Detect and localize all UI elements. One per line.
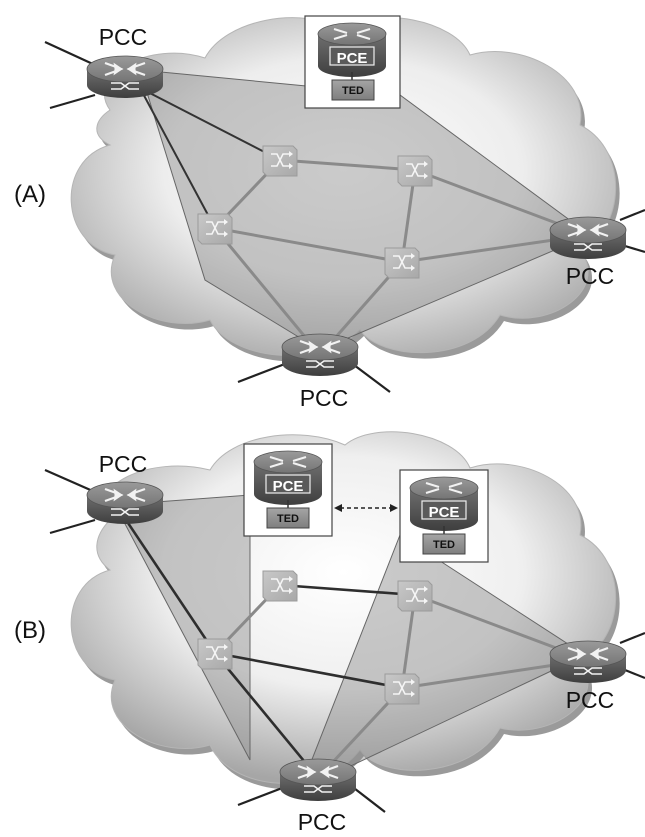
pce-box-a: PCE TED (304, 15, 401, 109)
pcc-label-a-right: PCC (566, 263, 615, 289)
pce-box-b-right: PCE TED (399, 469, 489, 563)
switch-b1 (262, 570, 298, 602)
pcc-router-a-right (548, 215, 628, 261)
switch-a3 (197, 213, 233, 245)
pce-label-right: PCE (429, 504, 460, 521)
pce-domain-area-b-right (299, 534, 587, 791)
pcc-router-b-right (548, 639, 628, 685)
pcc-router-b-bottom (278, 757, 358, 803)
pcc-label-b-bottom: PCC (298, 809, 347, 835)
pcc-label-b-right: PCC (566, 687, 615, 713)
pcc-router-b-topleft (85, 480, 165, 526)
switch-b2 (397, 580, 433, 612)
pce-label: PCE (337, 50, 368, 67)
pcc-router-a-topleft (85, 54, 165, 100)
pcc-label-a-topleft: PCC (99, 24, 148, 50)
panel-b: PCE TED PCE TED PCC PCC PCC (B) (14, 431, 645, 835)
links-a-dark (139, 87, 281, 229)
switch-a1 (262, 145, 298, 177)
ted-label-right: TED (433, 539, 455, 551)
switch-a4 (384, 247, 420, 279)
switch-b3 (197, 638, 233, 670)
access-links-a (44, 41, 645, 393)
inter-domain-links-b (116, 507, 416, 779)
pce-label-left: PCE (273, 478, 304, 495)
panel-label-a: (A) (14, 181, 46, 208)
pcc-router-a-bottom (280, 332, 360, 378)
pcc-label-b-topleft: PCC (99, 451, 148, 477)
panel-a: PCE TED PCC PCC PCC (A) (14, 15, 645, 411)
ted-label: TED (342, 85, 364, 97)
pce-domain-area-b-left (114, 494, 251, 761)
pce-box-b-left: PCE TED (243, 443, 333, 537)
ted-label-left: TED (277, 513, 299, 525)
switch-b4 (384, 673, 420, 705)
panel-label-b: (B) (14, 617, 46, 644)
pce-communication-arrow (334, 504, 398, 512)
switch-a2 (397, 155, 433, 187)
pcc-label-a-bottom: PCC (300, 385, 349, 411)
